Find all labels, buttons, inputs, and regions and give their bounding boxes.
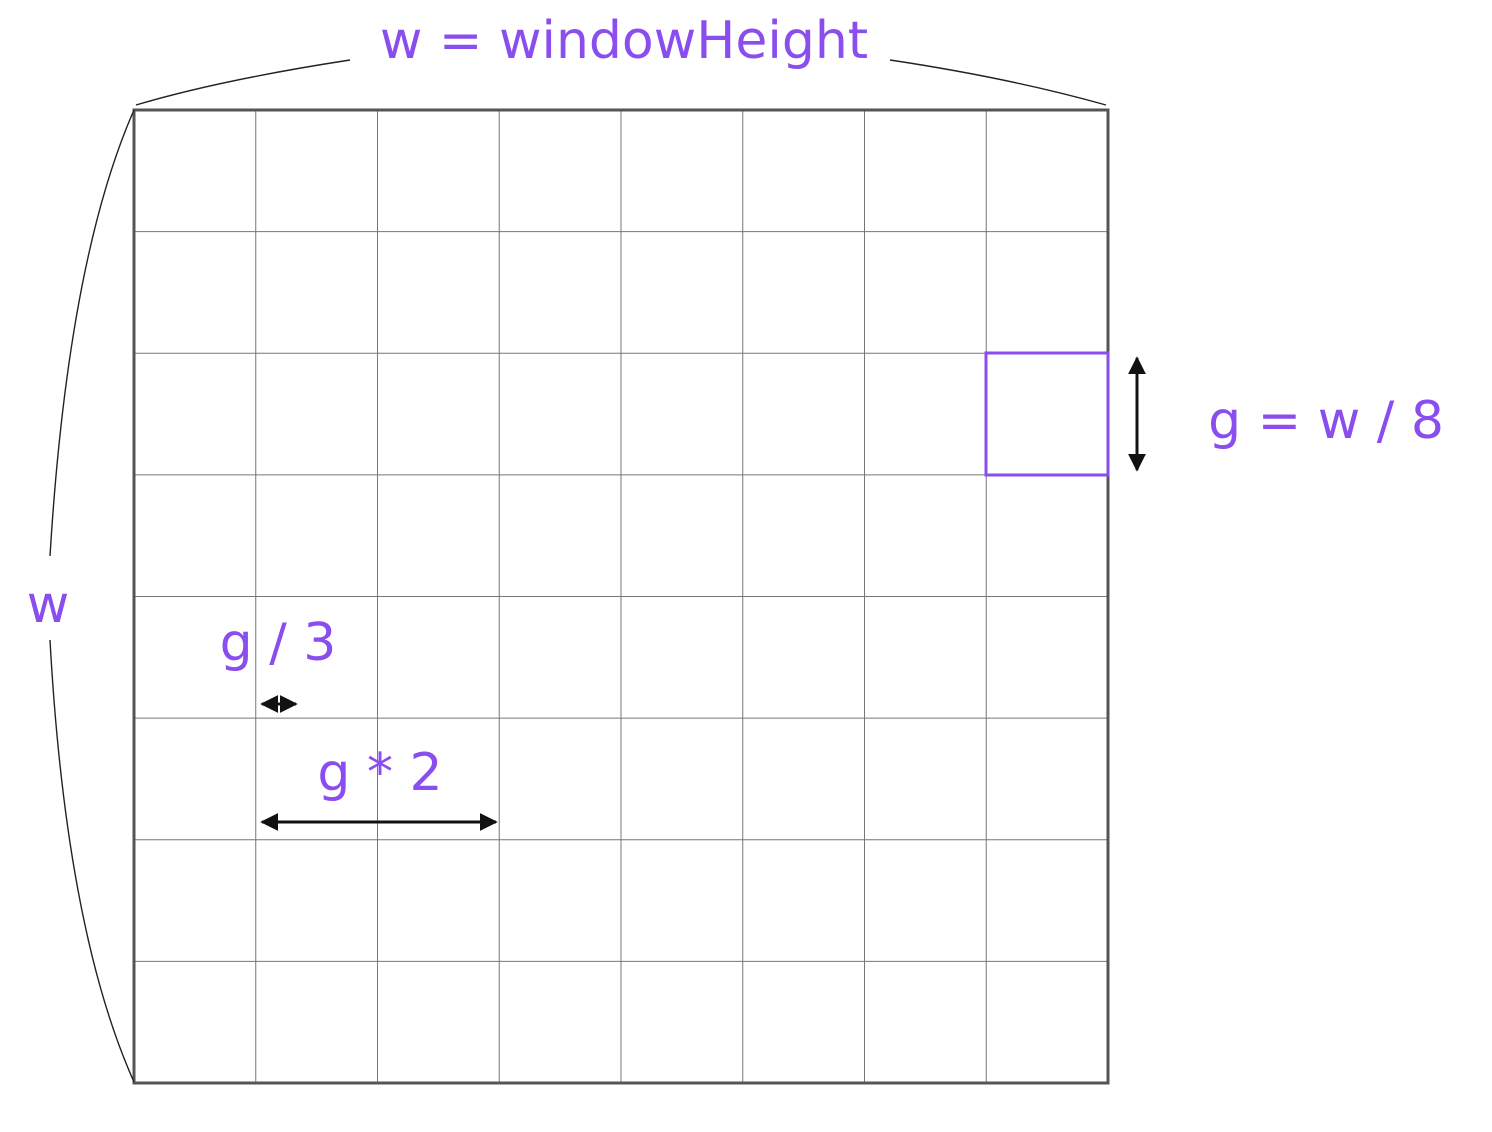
grid-lines bbox=[134, 110, 1108, 1083]
outer-grid-border bbox=[132, 108, 1110, 1085]
top-brace-left bbox=[135, 59, 351, 106]
top-brace-right bbox=[889, 59, 1107, 106]
top-width-label: w = windowHeight bbox=[380, 11, 868, 71]
third-cell-label: g / 3 bbox=[220, 613, 337, 673]
left-height-label: w bbox=[27, 575, 70, 635]
left-brace-top bbox=[49, 109, 135, 557]
cell-size-label: g = w / 8 bbox=[1208, 391, 1444, 451]
highlighted-cell bbox=[984, 351, 1110, 477]
left-brace-bottom bbox=[49, 639, 135, 1083]
double-cell-label: g * 2 bbox=[317, 743, 442, 803]
